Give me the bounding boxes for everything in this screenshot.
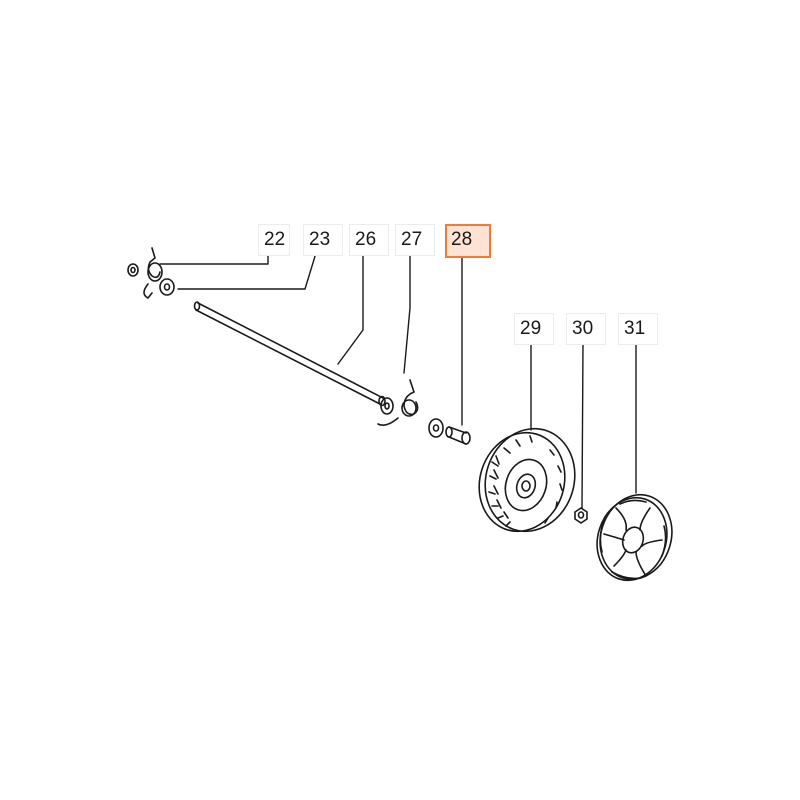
part-number: 23 (309, 229, 331, 250)
part-23-washer (159, 278, 175, 296)
part-number: 31 (624, 318, 646, 339)
leader-22 (159, 252, 269, 265)
part-27-spring-washer (377, 379, 419, 426)
bushing-washer (428, 418, 444, 438)
part-number: 29 (520, 318, 542, 339)
part-31-hubcap (596, 493, 673, 582)
part-label-31[interactable]: 31 (618, 313, 658, 345)
part-number: 28 (451, 229, 473, 250)
part-label-28[interactable]: 28 (445, 224, 491, 258)
part-28-bushing (445, 426, 471, 445)
part-label-29[interactable]: 29 (514, 313, 554, 345)
part-number: 27 (401, 229, 423, 250)
leader-23 (177, 252, 317, 290)
leader-lines (159, 252, 637, 509)
part-label-26[interactable]: 26 (349, 224, 389, 256)
part-label-27[interactable]: 27 (395, 224, 435, 256)
part-label-23[interactable]: 23 (303, 224, 343, 256)
leader-26 (337, 253, 364, 365)
part-22-spring-washer (127, 247, 163, 299)
part-number: 30 (572, 318, 594, 339)
leader-30 (581, 342, 584, 509)
part-label-22[interactable]: 22 (258, 224, 290, 256)
part-number: 26 (355, 229, 377, 250)
leader-27 (403, 253, 411, 374)
part-29-wheel (478, 427, 576, 533)
part-26-axle (193, 301, 386, 407)
part-number: 22 (264, 229, 286, 250)
part-30-nut (574, 507, 588, 524)
part-label-30[interactable]: 30 (566, 313, 606, 345)
